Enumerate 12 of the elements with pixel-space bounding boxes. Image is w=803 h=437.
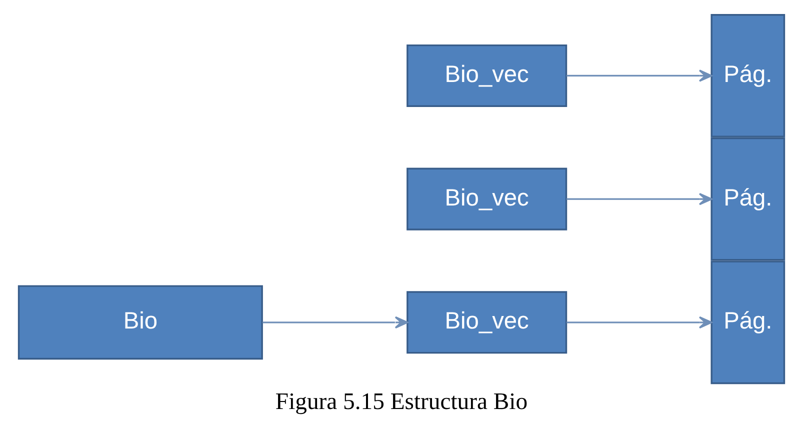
node-box: Bio_vec	[406, 44, 568, 107]
caption: Figura 5.15 Estructura Bio	[275, 388, 528, 415]
arrow	[262, 316, 408, 329]
node-box: Bio_vec	[406, 291, 568, 354]
node-box: Bio_vec	[406, 168, 568, 230]
node-box: Pág.	[710, 14, 786, 138]
arrow	[566, 70, 712, 82]
arrow	[566, 316, 712, 329]
node-box: Bio	[18, 285, 263, 360]
node-box: Pág.	[710, 260, 786, 384]
node-box: Pág.	[710, 137, 786, 261]
arrow	[566, 192, 712, 206]
